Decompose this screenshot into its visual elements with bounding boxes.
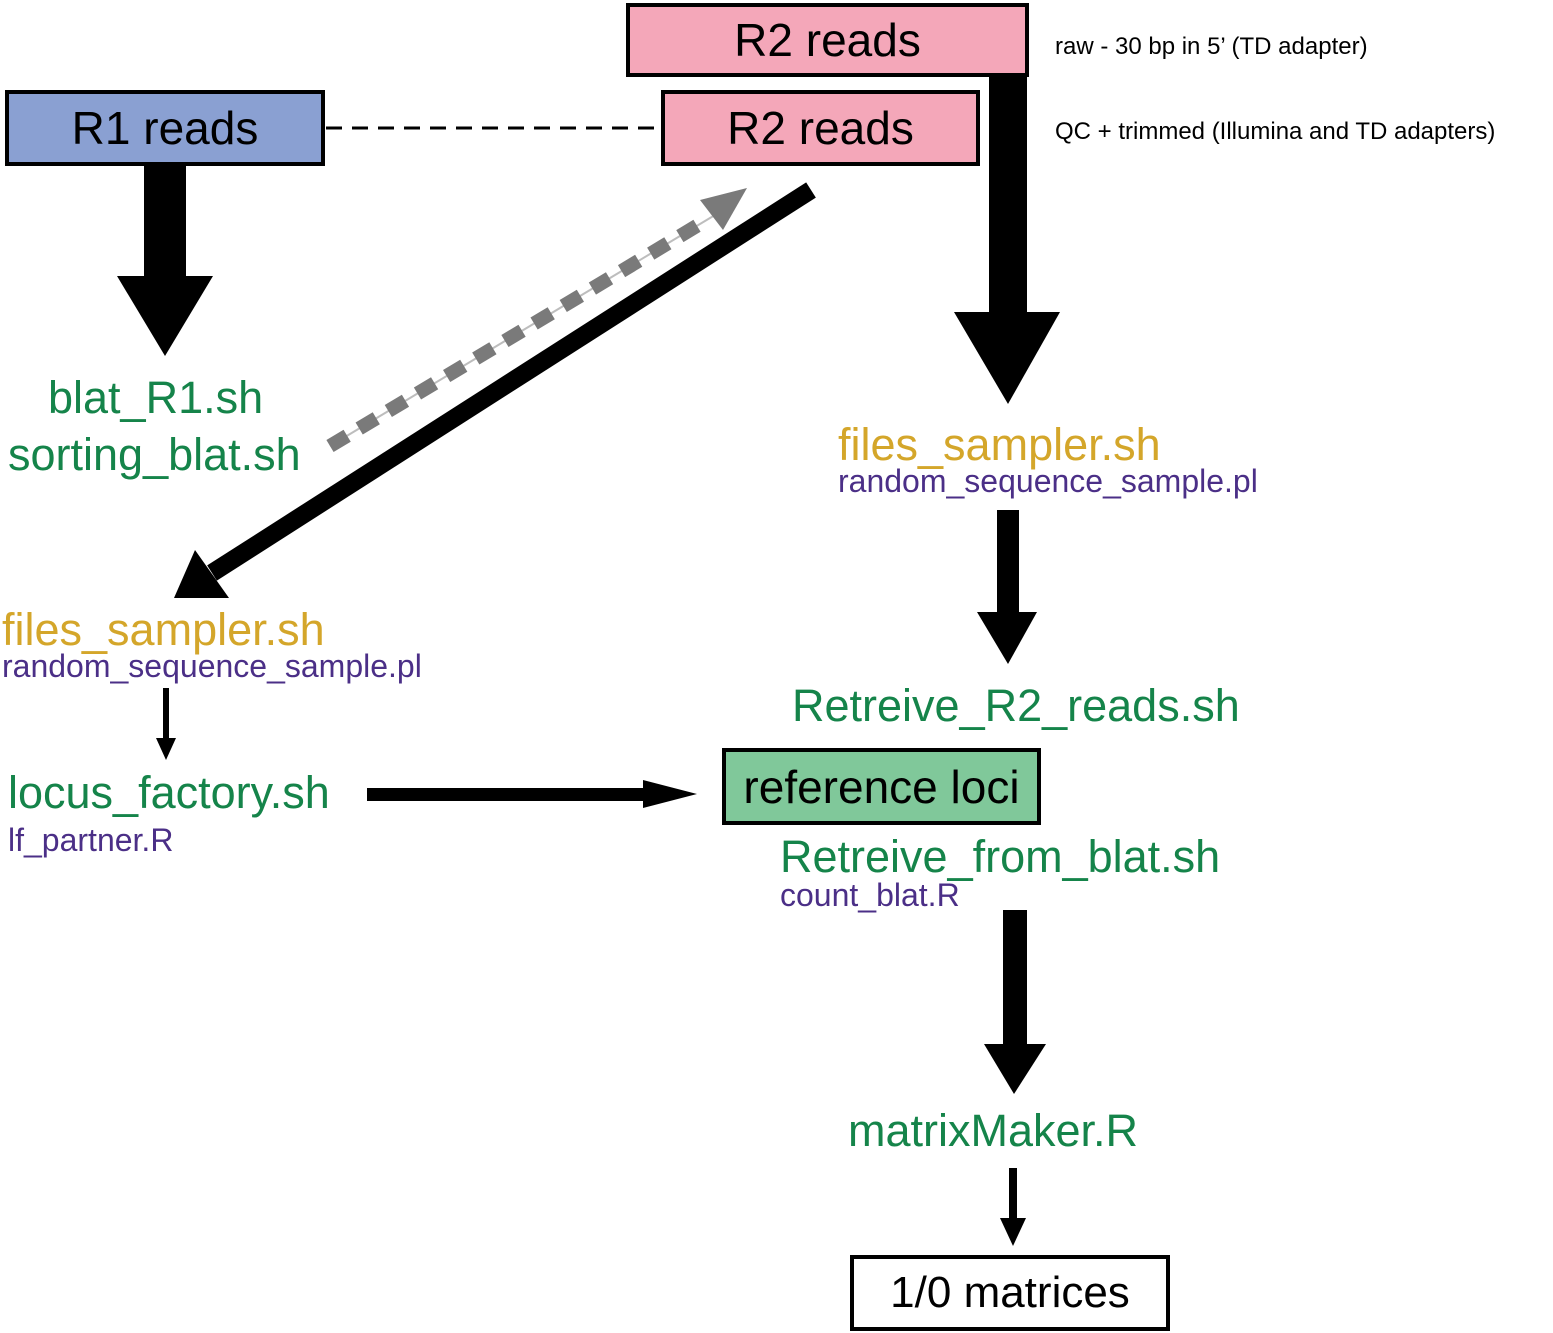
raw-note: raw - 30 bp in 5’ (TD adapter) [1055,33,1368,60]
right-random-sequence-sample-script: random_sequence_sample.pl [838,463,1258,499]
arrow-r1-to-blat [117,166,213,356]
arrow-blat-to-matrixmaker [984,910,1046,1094]
qc-note: QC + trimmed (Illumina and TD adapters) [1055,118,1496,145]
lf-partner-script: lf_partner.R [8,822,174,858]
arrow-locus-to-reference [367,780,697,808]
r2-qc-reads-label: R2 reads [727,102,914,154]
r2-raw-reads-label: R2 reads [734,14,921,66]
right-files-sampler-script: files_sampler.sh [838,419,1161,470]
sorting-blat-script: sorting_blat.sh [8,429,301,480]
r1-reads-label: R1 reads [71,102,259,154]
retreive-from-blat-script: Retreive_from_blat.sh [780,831,1221,882]
arrow-sorting-to-r2-dashed [326,188,747,453]
count-blat-script: count_blat.R [780,877,960,913]
r1-reads-box: R1 reads [5,90,325,166]
left-random-sequence-sample-script: random_sequence_sample.pl [2,648,422,684]
arrow-matrixmaker-to-matrices [1000,1168,1026,1246]
r2-qc-reads-box: R2 reads [661,90,980,166]
reference-loci-label: reference loci [743,760,1020,813]
matrices-box: 1/0 matrices [850,1255,1170,1331]
blat-r1-script: blat_R1.sh [48,372,264,423]
left-files-sampler-script: files_sampler.sh [2,604,325,655]
arrow-sampler-to-retreive-r2 [977,510,1037,664]
arrow-sampler-to-locus-factory [156,688,176,760]
retreive-r2-reads-script: Retreive_R2_reads.sh [792,680,1240,731]
reference-loci-box: reference loci [722,748,1041,825]
arrow-r2raw-to-sampler [954,76,1060,404]
locus-factory-script: locus_factory.sh [8,767,330,818]
matrices-label: 1/0 matrices [890,1268,1130,1317]
arrow-r2qc-to-left-sampler [174,182,816,598]
matrixmaker-script: matrixMaker.R [848,1105,1139,1156]
r2-raw-reads-box: R2 reads [626,3,1029,77]
